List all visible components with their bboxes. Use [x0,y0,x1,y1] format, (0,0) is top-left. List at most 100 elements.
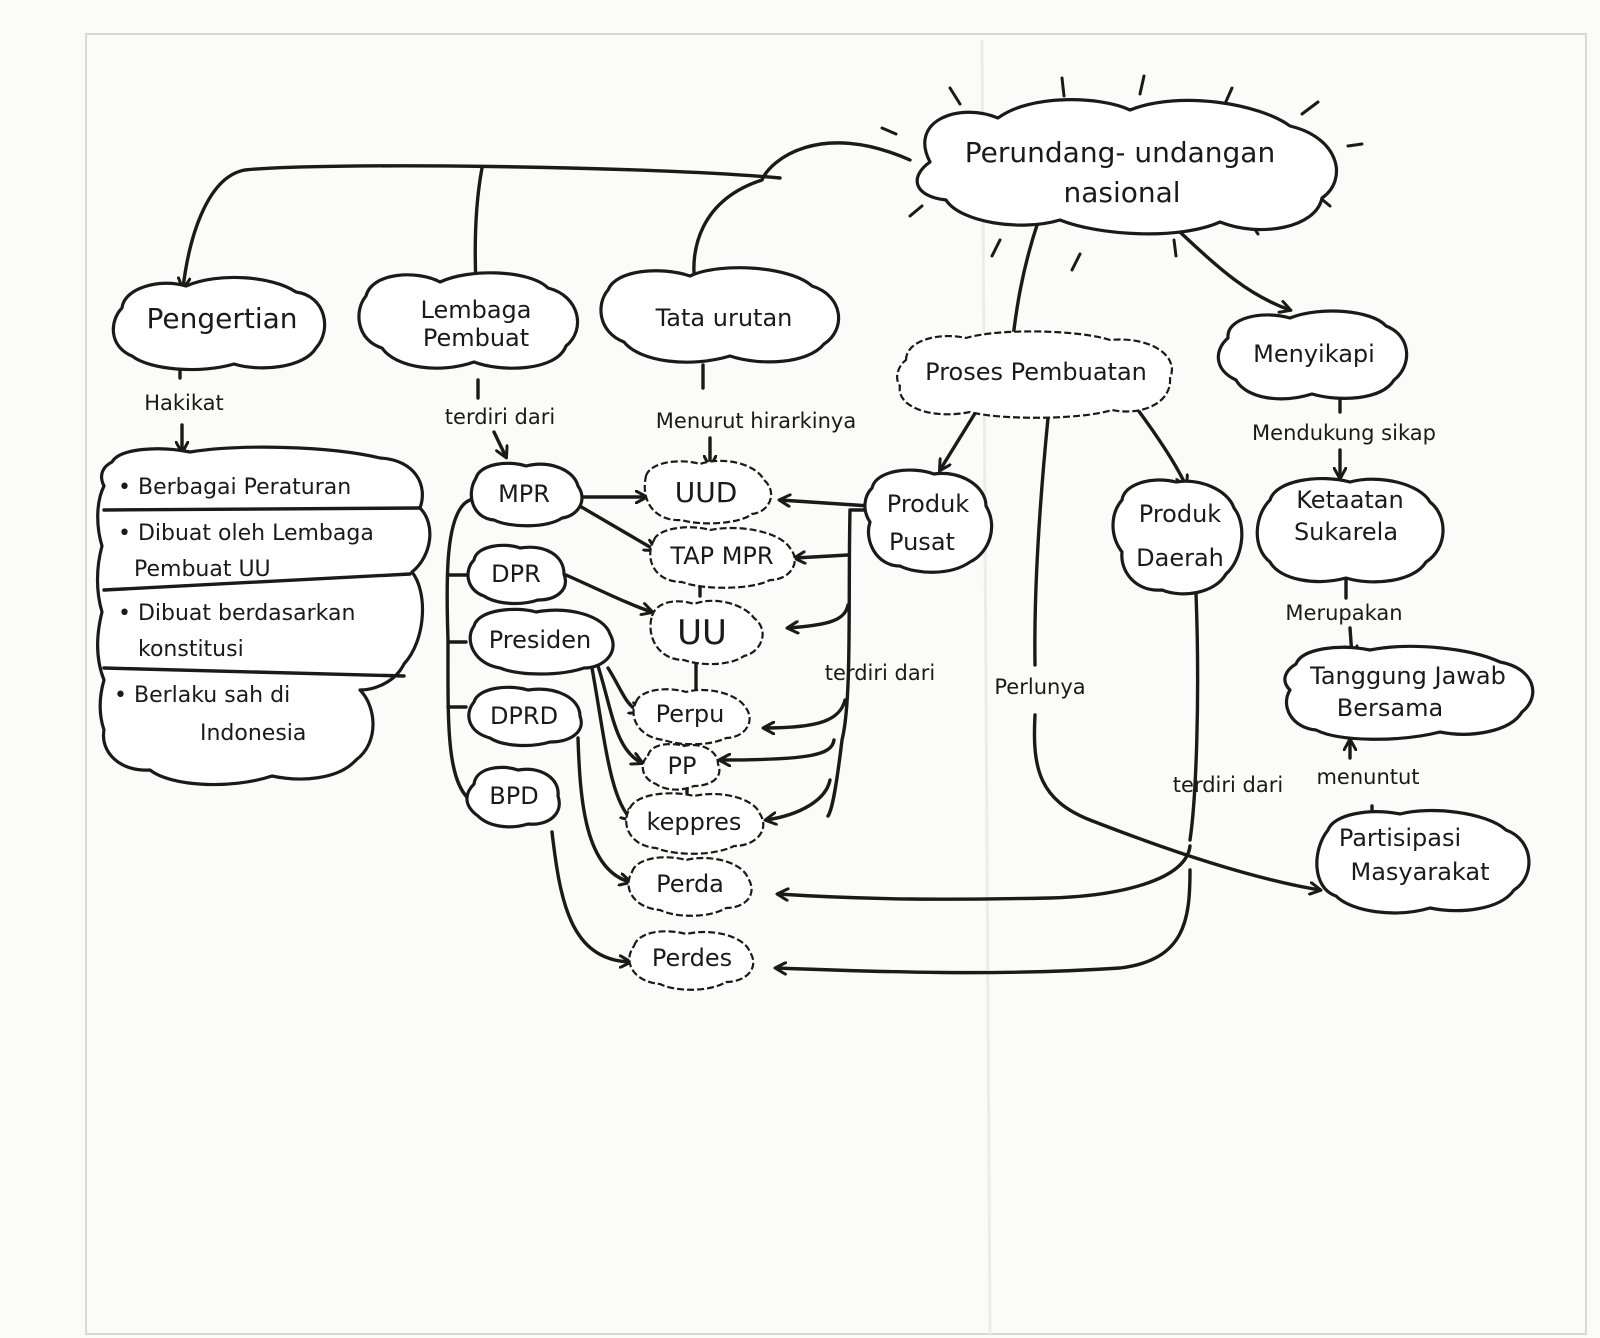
list-item-2a: • Dibuat oleh Lembaga [118,521,374,546]
edge-daerah-to-perda [778,844,1192,899]
edge-dpr-to-uu [564,573,652,612]
menyikapi-label: Menyikapi [1253,340,1375,368]
keppres-bubble [625,792,765,855]
ketaatan-bubble [1255,476,1445,584]
perdes-bubble [628,930,755,991]
tapmpr-bubble [649,526,796,589]
partisipasi-bubble [1315,808,1531,915]
paper-border [85,33,1587,1335]
proses-label: Proses Pembuatan [925,358,1147,386]
edge-presiden-to-pp [596,664,642,763]
proses-bubble [896,330,1173,419]
list-item-1: • Berbagai Peraturan [118,475,351,500]
perda-bubble [627,856,753,917]
tanggung-jawab-bubble [1283,644,1535,741]
edge-pusat-to-tapmpr [795,555,850,558]
uu-bubble [649,599,764,666]
presiden-bubble [468,607,615,676]
edge-perlunya-to-partisipasi [1032,713,1320,890]
lembaga-bubble [357,271,580,370]
produk-pusat-bubble [863,468,994,574]
ketaatan-line2: Sukarela [1294,518,1398,546]
bpd-bubble [465,765,561,829]
lembaga-label-line1: Lembaga [421,296,532,324]
lembaga-dprd: DPRD [490,702,558,730]
hierarchy-tapmpr: TAP MPR [669,542,773,570]
menurut-hirarkinya-label: Menurut hirarkinya [656,409,856,433]
edge-center-to-menyikapi [1178,230,1290,310]
perlunya-label: Perlunya [994,675,1085,699]
edge-presiden-to-keppres [590,666,632,820]
hierarchy-uu: UU [677,613,727,653]
hierarchy-perda: Perda [656,870,724,898]
edge-proses-to-daerah [1136,408,1186,486]
edge-pusat-to-perpu [764,698,847,728]
edge-daerah-to-perdes [776,868,1192,973]
lembaga-label-line2: Pembuat [423,324,529,352]
edge-center-to-proses [1012,220,1040,346]
uud-bubble [643,459,773,525]
terdiri-dari-label-2: terdiri dari [825,661,935,685]
tata-urutan-label: Tata urutan [655,304,793,332]
tata-urutan-bubble [599,266,841,364]
mpr-bubble [469,461,584,528]
lembaga-dpr: DPR [491,560,541,588]
edge-terdiri-to-mpr [492,430,506,457]
list-item-3b: konstitusi [138,637,244,662]
paper-fold [980,39,992,1335]
edge-dprd-to-perda [576,736,630,882]
edge-pusat-to-keppres [766,778,832,820]
list-divider-3 [102,666,406,678]
edge-pusat-to-uu [788,603,850,628]
hierarchy-uud: UUD [675,476,738,509]
edge-center-to-pengertian [183,164,782,288]
produk-pusat-line2: Pusat [889,528,955,556]
edge-bpd-to-perdes [550,830,630,962]
menyikapi-bubble [1216,309,1409,401]
hierarchy-perpu: Perpu [656,700,725,728]
menuntut-label: menuntut [1316,765,1419,789]
pengertian-label: Pengertian [146,302,297,335]
hakikat-list-bubble [95,445,432,787]
partisipasi-line2: Masyarakat [1351,858,1490,886]
texts: Perundang- undangan nasional Pengertian … [114,136,1506,972]
produk-pusat-line1: Produk [887,490,970,518]
mendukung-sikap-label: Mendukung sikap [1252,421,1436,445]
edge-lembaga-bracket [445,498,472,802]
center-title-line1: Perundang- undangan [965,136,1275,169]
lembaga-mpr: MPR [498,480,550,508]
edge-pusat-bracket [826,508,872,818]
lembaga-bpd: BPD [489,782,538,810]
dpr-bubble [466,543,567,606]
perpu-bubble [632,688,751,746]
lembaga-presiden: Presiden [489,626,592,654]
list-divider-1 [102,506,422,512]
hierarchy-pp: PP [668,752,697,780]
edge-center-to-lembaga [475,166,484,286]
list-item-2b: Pembuat UU [134,557,271,582]
ketaatan-line1: Ketaatan [1296,486,1403,514]
dprd-bubble [467,685,583,748]
hakikat-label: Hakikat [144,391,224,415]
edge-pusat-to-pp [720,738,836,760]
edge-daerah-down [1188,591,1200,842]
list-divider-2 [102,572,412,592]
tanggung-jawab-line1: Tanggung Jawab [1309,662,1506,690]
bubbles [95,98,1535,991]
edge-proses-to-perlunya [1033,416,1050,667]
terdiri-dari-label-3: terdiri dari [1173,773,1283,797]
hierarchy-perdes: Perdes [652,944,732,972]
partisipasi-line1: Partisipasi [1339,824,1461,852]
hierarchy-keppres: keppres [647,808,742,836]
list-item-3a: • Dibuat berdasarkan [118,601,355,626]
pp-bubble [641,743,721,791]
edge-center-to-tata-urutan [694,141,912,284]
produk-daerah-line1: Produk [1139,500,1222,528]
produk-daerah-line2: Daerah [1136,544,1224,572]
pengertian-bubble [111,275,327,372]
merupakan-label: Merupakan [1285,601,1402,625]
list-item-4a: • Berlaku sah di [114,683,290,708]
center-bubble [915,98,1338,236]
tanggung-jawab-line2: Bersama [1337,694,1443,722]
